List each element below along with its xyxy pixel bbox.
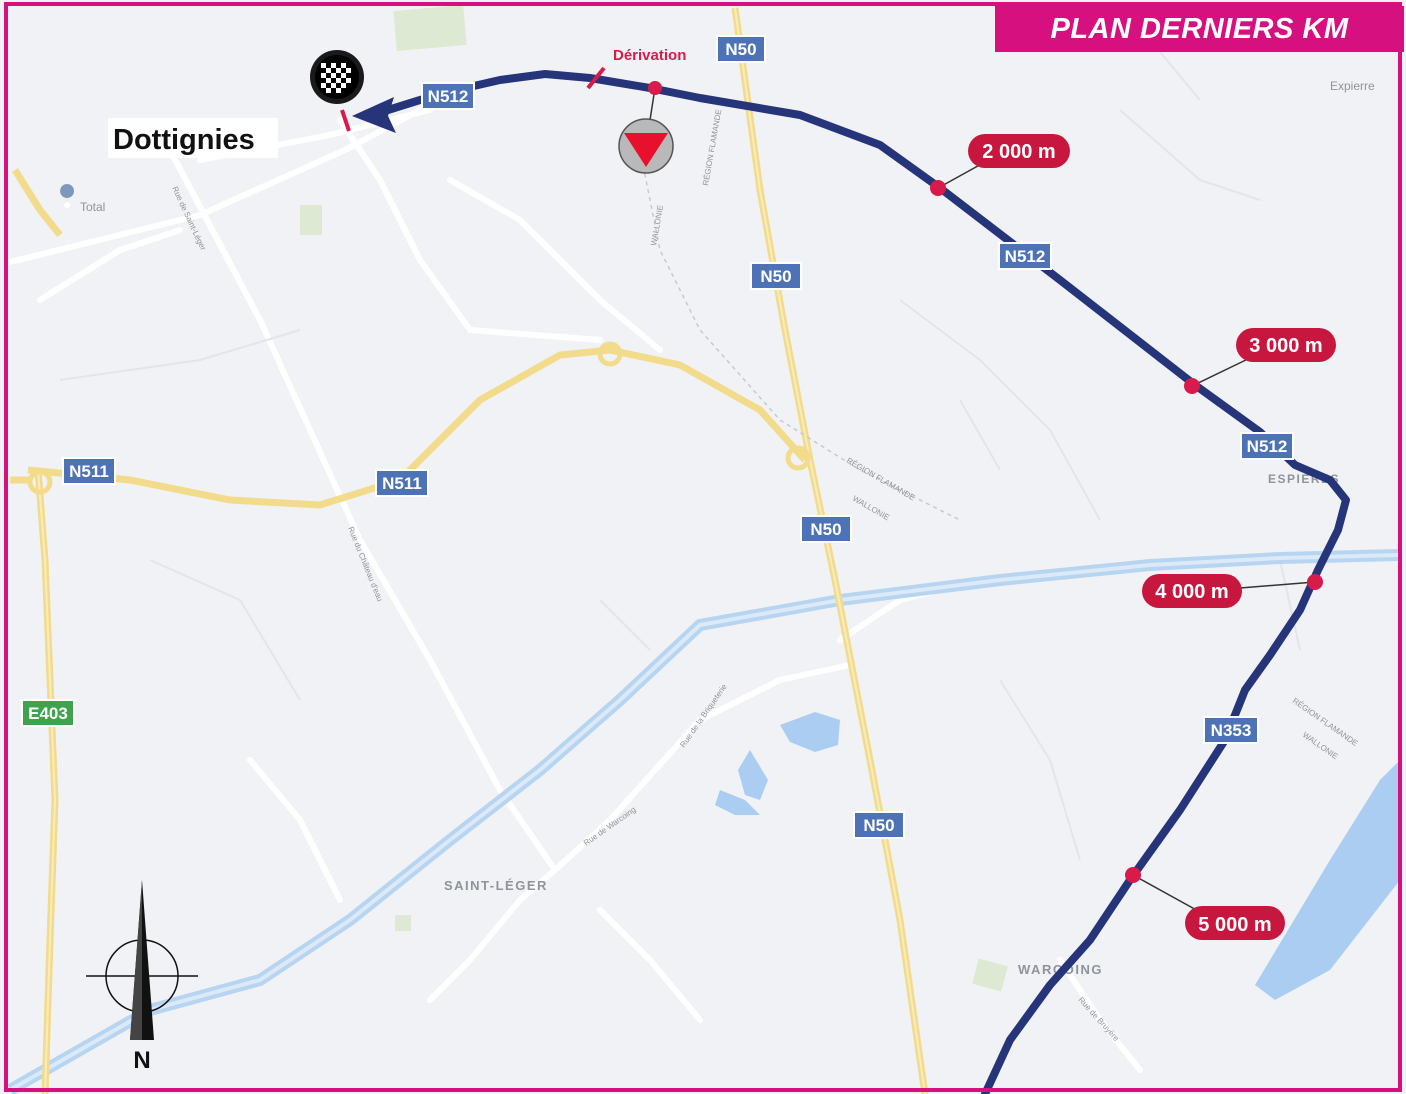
fuel-station-icon (60, 184, 75, 215)
svg-text:N50: N50 (725, 40, 756, 59)
roundabout-n50 (785, 445, 811, 471)
road-badges: N512 N512 N512 N50 N50 N50 N50 N511 (21, 35, 1294, 839)
road-badge-n512-west: N512 (421, 82, 475, 110)
svg-text:N50: N50 (810, 520, 841, 539)
last-km-point (648, 81, 662, 95)
deviation-mark (586, 66, 606, 90)
finish-line (340, 109, 351, 132)
distance-marker-4000: 4 000 m (1142, 574, 1323, 608)
road-badge-n512-mid: N512 (998, 242, 1052, 270)
compass-icon: N (86, 880, 198, 1074)
roundabout-n511 (597, 341, 623, 367)
road-badge-n512-east: N512 (1240, 432, 1294, 460)
last-km-triangle-icon (618, 118, 674, 174)
road-badge-n50-middle: N50 (800, 515, 852, 543)
checkered-flag-icon (310, 50, 364, 104)
race-route (384, 70, 1350, 1094)
distance-label-2000: 2 000 m (982, 141, 1055, 163)
distance-label-3000: 3 000 m (1249, 335, 1322, 357)
road-badge-n50-lower: N50 (853, 811, 905, 839)
label-saint-leger: SAINT-LÉGER (444, 878, 548, 893)
svg-text:N50: N50 (863, 816, 894, 835)
svg-text:E403: E403 (28, 704, 68, 723)
map-title: PLAN DERNIERS KM (995, 6, 1404, 52)
svg-text:N511: N511 (69, 462, 109, 481)
roundabout-west (27, 469, 53, 495)
distance-marker-3000: 3 000 m (1184, 328, 1336, 394)
svg-text:N353: N353 (1211, 721, 1252, 740)
distance-label-5000: 5 000 m (1198, 914, 1271, 936)
svg-text:N50: N50 (760, 267, 791, 286)
road-badge-n511-west: N511 (62, 457, 116, 485)
label-expierre: Expierre (1330, 79, 1375, 93)
label-total: Total (80, 200, 105, 214)
compass-north-label: N (133, 1047, 150, 1074)
road-badge-e403: E403 (21, 699, 75, 727)
road-badge-n353: N353 (1203, 716, 1259, 744)
region-boundary (639, 149, 961, 521)
svg-text:N512: N512 (1005, 247, 1046, 266)
route-direction-arrow-icon (352, 97, 396, 133)
map-frame (4, 2, 1402, 1092)
road-badge-n50-top: N50 (716, 35, 766, 63)
svg-text:N512: N512 (428, 87, 469, 106)
distance-marker-5000: 5 000 m (1125, 867, 1285, 940)
town-label: Dottignies (113, 124, 255, 156)
town-label-bg (108, 118, 278, 158)
water-bodies (715, 712, 1400, 1000)
distance-marker-2000: 2 000 m (930, 134, 1070, 196)
svg-text:N511: N511 (382, 474, 422, 493)
green-areas (300, 5, 1008, 992)
distance-label-4000: 4 000 m (1155, 581, 1228, 603)
svg-text:N512: N512 (1247, 437, 1288, 456)
road-badge-n50-upper: N50 (750, 262, 802, 290)
deviation-label: Dérivation (613, 47, 686, 64)
road-badge-n511-centre: N511 (375, 469, 429, 497)
